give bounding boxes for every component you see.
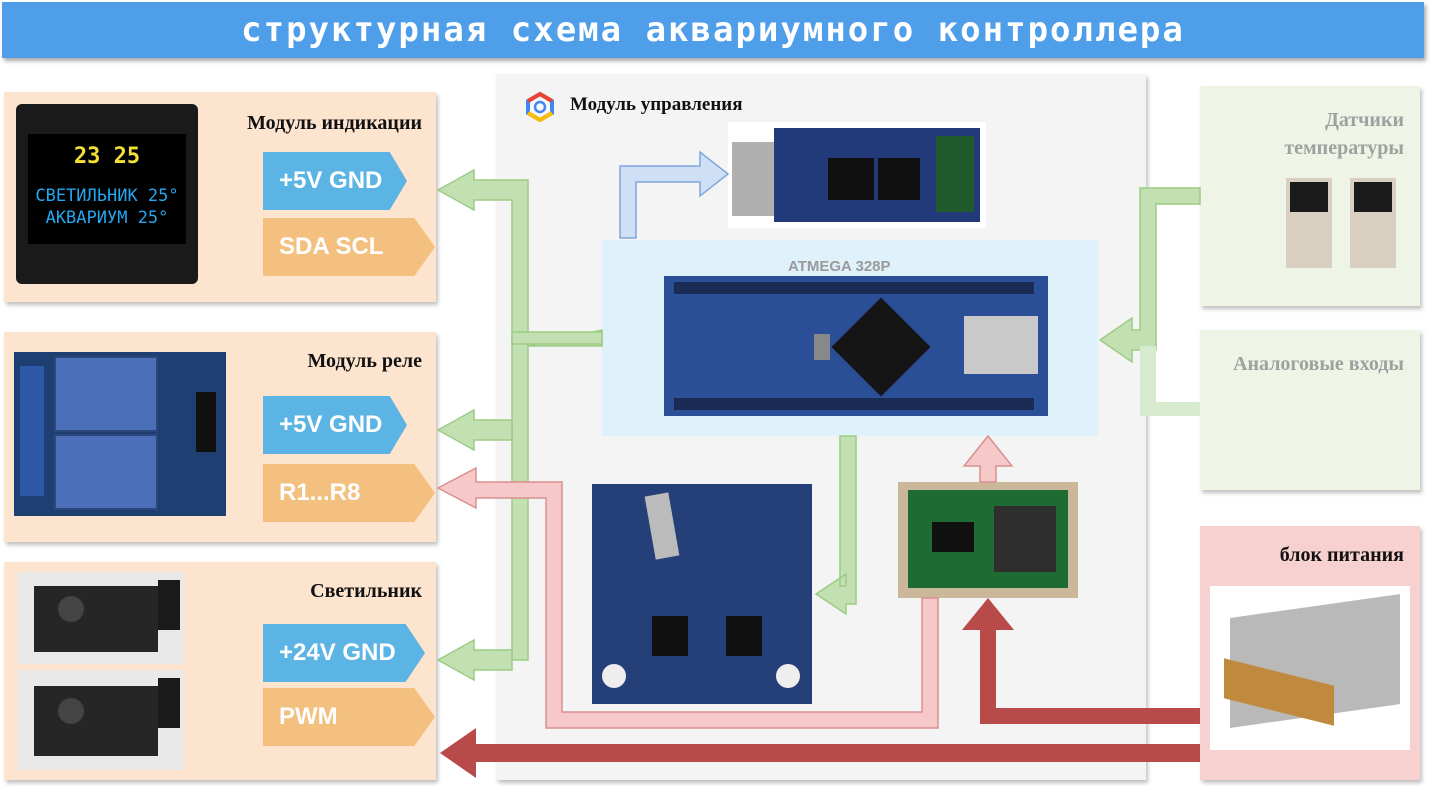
dcdc-converter-photo — [898, 482, 1078, 598]
led-driver-photo-2 — [18, 670, 184, 770]
oled-line-2: СВЕТИЛЬНИК 25° — [35, 186, 179, 206]
power-supply-title: блок питания — [1279, 544, 1404, 566]
lamp-module-panel: Светильник +24V GND PWM — [4, 562, 436, 780]
rtc-chip-1 — [652, 616, 688, 656]
reset-button — [814, 334, 830, 360]
analog-to-mcu-line — [1140, 346, 1200, 416]
relay-1 — [54, 356, 158, 432]
display-module-title: Модуль индикации — [247, 112, 422, 134]
dcdc-inductor — [994, 506, 1056, 572]
relay-channels-tag: R1...R8 — [263, 464, 435, 522]
temp-sensors-title: Датчики температуры — [1284, 109, 1404, 159]
relay-terminal — [20, 366, 44, 496]
dcdc-chip — [932, 522, 974, 552]
display-power-tag: +5V GND — [263, 152, 407, 210]
usb-connector — [964, 316, 1038, 374]
rtc-hole-1 — [602, 664, 626, 688]
relay-2 — [54, 434, 158, 510]
rtc-chip-2 — [726, 616, 762, 656]
power-supply-photo — [1210, 586, 1410, 750]
display-module-panel: 23 25 СВЕТИЛЬНИК 25° АКВАРИУМ 25° Модуль… — [4, 92, 436, 302]
relay-power-tag: +5V GND — [263, 396, 407, 454]
oled-display-photo: 23 25 СВЕТИЛЬНИК 25° АКВАРИУМ 25° — [16, 104, 198, 284]
relay-module-title: Модуль реле — [307, 350, 422, 372]
relay-module-panel: Модуль реле +5V GND R1...R8 — [4, 332, 436, 542]
relay-pins — [196, 392, 216, 452]
analog-inputs-title: Аналоговые входы — [1233, 353, 1404, 375]
led-driver-photo-1 — [18, 572, 184, 664]
lamp-module-title: Светильник — [310, 580, 422, 602]
lamp-power-tag: +24V GND — [263, 624, 425, 682]
driver-terminal-2 — [158, 678, 180, 728]
rtc-crystal — [644, 492, 680, 560]
driver-coil-2 — [58, 698, 84, 724]
control-module-title: Модуль управления — [570, 94, 743, 115]
sensor-2-photo — [1350, 178, 1396, 268]
sensor-1-body — [1290, 182, 1328, 212]
bt-chip-1 — [828, 158, 874, 200]
bt-chip-2 — [878, 158, 920, 200]
oled-line-1: 23 25 — [73, 144, 141, 169]
driver-board-1 — [34, 586, 158, 652]
lamp-pwm-tag: PWM — [263, 688, 435, 746]
temp-sensors-panel: Датчики температуры — [1200, 86, 1420, 306]
oled-line-3: АКВАРИУМ 25° — [45, 208, 169, 228]
driver-coil-1 — [58, 596, 84, 622]
rtc-module-photo — [592, 484, 812, 704]
google-cloud-icon — [526, 92, 554, 122]
rtc-hole-2 — [776, 664, 800, 688]
analog-inputs-panel: Аналоговые входы — [1200, 330, 1420, 490]
nano-pins-bottom — [674, 398, 1034, 410]
mcu-label: ATMEGA 328P — [788, 258, 891, 275]
relay-board-photo — [14, 352, 226, 516]
atmega-chip — [831, 297, 931, 397]
sensor-1-photo — [1286, 178, 1332, 268]
display-i2c-tag: SDA SCL — [263, 218, 435, 276]
bt-antenna — [936, 136, 974, 212]
arduino-nano-photo — [664, 276, 1048, 416]
title-bar: структурная схема аквариумного контролле… — [2, 2, 1424, 58]
diagram-title: структурная схема аквариумного контролле… — [241, 10, 1185, 50]
nano-pins-top — [674, 282, 1034, 294]
bt-pins — [732, 142, 778, 216]
oled-screen: 23 25 СВЕТИЛЬНИК 25° АКВАРИУМ 25° — [28, 134, 186, 244]
mcu-panel: ATMEGA 328P — [602, 240, 1098, 436]
sensor-2-body — [1354, 182, 1392, 212]
driver-terminal-1 — [158, 580, 180, 630]
power-supply-panel: блок питания — [1200, 526, 1420, 780]
driver-board-2 — [34, 686, 158, 756]
bluetooth-module-photo — [728, 122, 986, 228]
